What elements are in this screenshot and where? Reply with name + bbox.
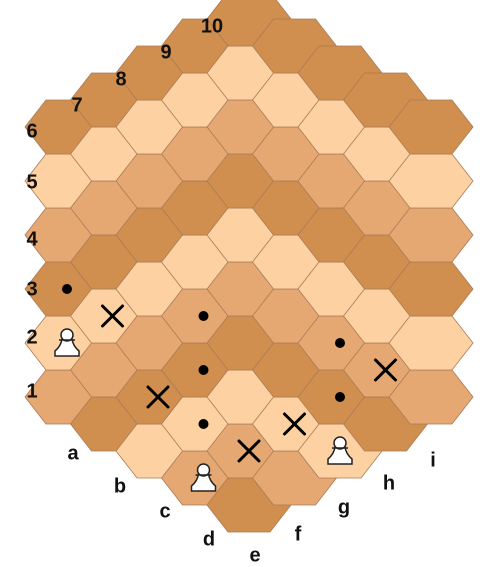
move-dot-d4 [198, 311, 209, 321]
capture-cross-f2 [283, 412, 306, 436]
rank-label-7: 7 [71, 94, 82, 116]
file-label-h: h [383, 472, 395, 494]
cell-i6[interactable] [388, 99, 474, 155]
file-label-g: g [338, 496, 350, 518]
rank-label-1: 1 [26, 380, 37, 402]
capture-cross-e2 [237, 439, 261, 463]
file-label-f: f [295, 523, 302, 545]
capture-cross-h2 [374, 358, 397, 382]
board-cells [24, 0, 474, 533]
board-marks [62, 284, 397, 463]
rank-label-3: 3 [26, 278, 37, 300]
white-pawn-g1[interactable] [327, 436, 353, 465]
move-dot-g2 [335, 392, 345, 402]
rank-label-9: 9 [160, 41, 171, 63]
rank-label-6: 6 [26, 120, 37, 142]
move-dot-d3 [198, 365, 209, 375]
capture-cross-c2 [146, 385, 170, 409]
rank-label-10: 10 [201, 15, 223, 37]
coordinate-labels: 1 2 3 4 5 6 7 8 9 10 a b c d e f g h i [26, 15, 435, 566]
move-dot-d2 [198, 419, 209, 429]
rank-label-8: 8 [115, 68, 126, 90]
rank-label-5: 5 [26, 171, 37, 193]
move-dot-g3 [335, 338, 345, 348]
rank-label-2: 2 [26, 326, 37, 348]
file-label-i: i [430, 449, 436, 471]
file-label-c: c [159, 500, 170, 522]
rank-label-4: 4 [26, 228, 38, 250]
white-pawn-a2[interactable] [54, 328, 80, 357]
white-pawn-d1[interactable] [190, 463, 217, 492]
file-label-e: e [249, 544, 260, 566]
capture-cross-b3 [101, 304, 124, 328]
file-label-a: a [67, 442, 79, 464]
file-label-b: b [114, 475, 126, 497]
board-pieces [54, 328, 353, 492]
move-dot-a3 [62, 284, 72, 294]
file-label-d: d [203, 528, 215, 550]
